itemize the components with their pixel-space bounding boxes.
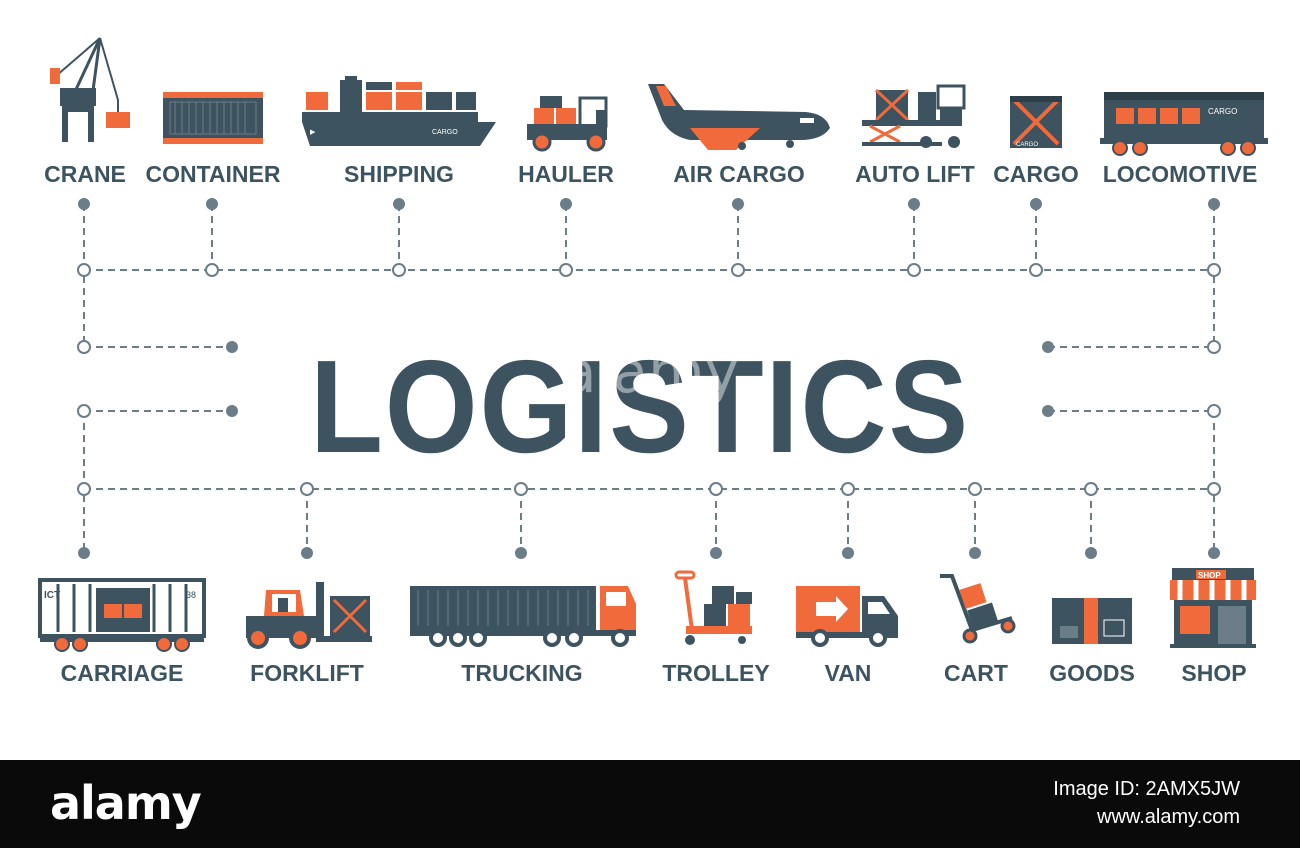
- label-cart: CART: [944, 660, 1008, 686]
- label-van: VAN: [825, 660, 872, 686]
- container-icon: [163, 92, 263, 144]
- hand-cart-icon: [940, 574, 1016, 644]
- cargo-ship-icon: CARGO ▶: [302, 76, 496, 146]
- label-crane: CRANE: [44, 161, 126, 187]
- crane-icon: [50, 37, 130, 142]
- label-shop: SHOP: [1181, 660, 1246, 686]
- label-trolley: TROLLEY: [662, 660, 769, 686]
- label-air-cargo: AIR CARGO: [673, 161, 805, 187]
- ship-hull-mark: ▶: [310, 129, 316, 136]
- label-forklift: FORKLIFT: [250, 660, 364, 686]
- bottom-labels: CARRIAGE FORKLIFT TRUCKING TROLLEY VAN C…: [61, 660, 1247, 686]
- label-carriage: CARRIAGE: [61, 660, 184, 686]
- label-auto-lift: AUTO LIFT: [855, 161, 975, 187]
- forklift-icon: [246, 582, 372, 649]
- shop-sign-text: SHOP: [1198, 571, 1221, 580]
- locomotive-icon: CARGO: [1100, 92, 1268, 156]
- delivery-van-icon: [796, 586, 898, 647]
- page-title: LOGISTICS: [310, 333, 970, 480]
- label-goods: GOODS: [1049, 660, 1135, 686]
- carriage-mark-text: ICT: [44, 590, 60, 601]
- cargo-crate-icon: CARGO: [1010, 96, 1062, 148]
- logistics-infographic: LOGISTICS alamy CRANE CONTAINER SHIPPING…: [38, 37, 1268, 686]
- hauler-icon: [527, 96, 608, 152]
- auto-lift-icon: [862, 84, 966, 148]
- footer-url[interactable]: www.alamy.com: [1097, 806, 1240, 828]
- goods-box-icon: [1052, 598, 1132, 644]
- label-shipping: SHIPPING: [344, 161, 454, 187]
- image-id: Image ID: 2AMX5JW: [1053, 778, 1240, 800]
- connector-network: [77, 198, 1221, 559]
- ship-cargo-text: CARGO: [432, 129, 458, 136]
- carriage-num-text: 38: [186, 590, 196, 600]
- top-labels: CRANE CONTAINER SHIPPING HAULER AIR CARG…: [44, 161, 1257, 187]
- loco-cargo-text: CARGO: [1208, 107, 1237, 116]
- pallet-trolley-icon: [674, 570, 752, 645]
- watermark: alamy: [561, 338, 739, 406]
- label-cargo: CARGO: [993, 161, 1079, 187]
- label-trucking: TRUCKING: [461, 660, 582, 686]
- rail-carriage-icon: ICT 38: [38, 578, 206, 652]
- footer-bar: alamy Image ID: 2AMX5JW www.alamy.com: [0, 760, 1300, 848]
- alamy-logo: alamy: [50, 776, 202, 830]
- semi-truck-icon: [410, 586, 636, 647]
- shop-icon: SHOP: [1170, 568, 1256, 648]
- label-container: CONTAINER: [145, 161, 280, 187]
- label-hauler: HAULER: [518, 161, 614, 187]
- label-locomotive: LOCOMOTIVE: [1103, 161, 1258, 187]
- crate-cargo-text: CARGO: [1016, 142, 1038, 148]
- cargo-plane-icon: [648, 84, 830, 150]
